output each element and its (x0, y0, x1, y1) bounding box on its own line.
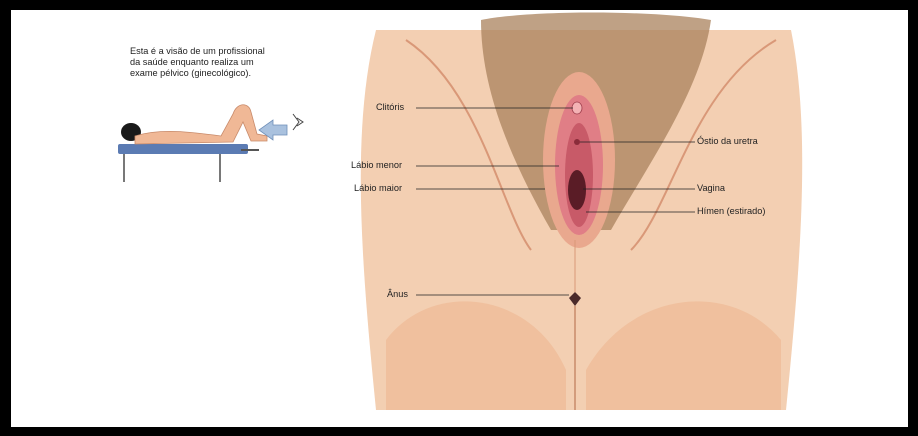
label-clitoris: Clitóris (376, 102, 404, 113)
patient-body (135, 105, 267, 144)
urethral-opening (574, 139, 580, 145)
figure-frame: Esta é a visão de um profissional da saú… (11, 10, 908, 427)
label-labio-maior: Lábio maior (354, 183, 402, 194)
label-himen: Hímen (estirado) (697, 206, 765, 217)
vaginal-opening (568, 170, 586, 210)
eye-icon (293, 114, 303, 130)
label-labio-menor: Lábio menor (351, 160, 402, 171)
label-ostio-uretra: Óstio da uretra (697, 136, 758, 147)
label-anus: Ânus (387, 289, 408, 300)
label-vagina: Vagina (697, 183, 725, 194)
caption-text: Esta é a visão de um profissional da saú… (130, 46, 330, 79)
exam-table (118, 144, 248, 154)
clitoris (572, 102, 582, 114)
